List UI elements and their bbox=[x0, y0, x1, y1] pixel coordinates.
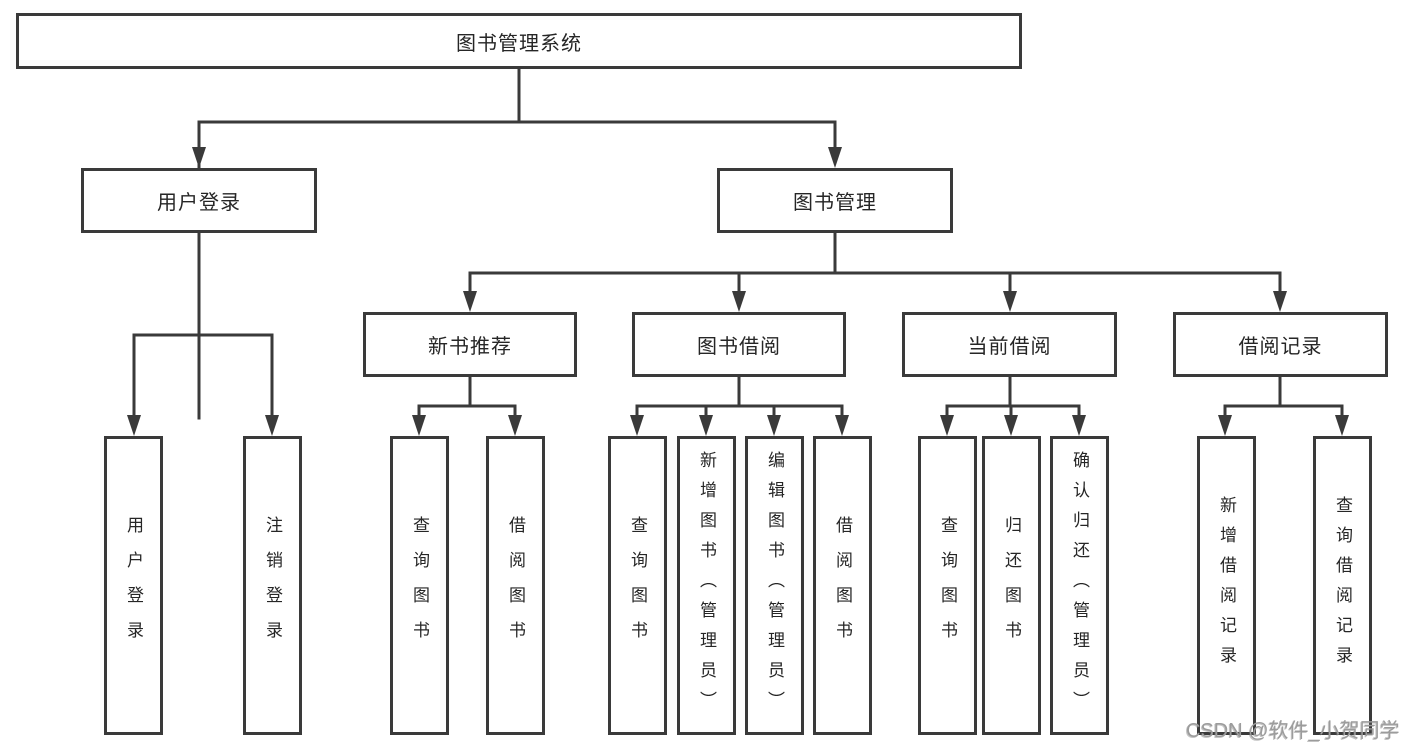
node-label: 新书推荐 bbox=[428, 336, 512, 358]
node-label: 借阅记录 bbox=[1238, 336, 1323, 358]
leaf-label: 查询图书 bbox=[938, 515, 957, 656]
node-label: 图书借阅 bbox=[697, 336, 781, 358]
node-library-system: 图书管理系统 bbox=[16, 13, 1022, 69]
node-label: 图书管理系统 bbox=[456, 32, 582, 55]
leaf-label: 注销登录 bbox=[263, 515, 282, 656]
node-label: 当前借阅 bbox=[967, 336, 1052, 358]
leaf-return-book: 归还图书 bbox=[982, 436, 1041, 735]
leaf-logout: 注销登录 bbox=[243, 436, 302, 735]
leaf-label: 查询图书 bbox=[628, 515, 647, 656]
arrowhead-icons bbox=[127, 147, 1349, 436]
leaf-user-login: 用户登录 bbox=[104, 436, 163, 735]
leaf-borrow-book: 借阅图书 bbox=[813, 436, 872, 735]
leaf-edit-book-admin: 编辑图书（管理员） bbox=[745, 436, 804, 735]
leaf-label: 确认归还（管理员） bbox=[1070, 450, 1089, 721]
node-new-book-recommend: 新书推荐 bbox=[363, 312, 577, 377]
leaf-add-book-admin: 新增图书（管理员） bbox=[677, 436, 736, 735]
node-label: 用户登录 bbox=[157, 192, 241, 214]
watermark: CSDN @软件_小贺同学 bbox=[1186, 720, 1400, 742]
leaf-confirm-return-admin: 确认归还（管理员） bbox=[1050, 436, 1109, 735]
node-label: 图书管理 bbox=[793, 192, 877, 214]
leaf-label: 新增图书（管理员） bbox=[697, 450, 716, 721]
node-current-borrowing: 当前借阅 bbox=[902, 312, 1117, 377]
node-book-management: 图书管理 bbox=[717, 168, 953, 233]
leaf-label: 归还图书 bbox=[1002, 515, 1021, 656]
leaf-query-borrow-record: 查询借阅记录 bbox=[1313, 436, 1372, 735]
leaf-label: 编辑图书（管理员） bbox=[765, 450, 784, 721]
leaf-label: 借阅图书 bbox=[506, 515, 525, 656]
leaf-label: 用户登录 bbox=[124, 515, 143, 656]
node-user-login: 用户登录 bbox=[81, 168, 317, 233]
leaf-query-book: 查询图书 bbox=[918, 436, 977, 735]
leaf-add-borrow-record: 新增借阅记录 bbox=[1197, 436, 1256, 735]
node-book-borrowing: 图书借阅 bbox=[632, 312, 846, 377]
leaf-label: 查询借阅记录 bbox=[1333, 495, 1352, 676]
leaf-label: 借阅图书 bbox=[833, 515, 852, 656]
leaf-query-book: 查询图书 bbox=[390, 436, 449, 735]
leaf-query-book: 查询图书 bbox=[608, 436, 667, 735]
leaf-label: 查询图书 bbox=[410, 515, 429, 656]
node-borrowing-records: 借阅记录 bbox=[1173, 312, 1388, 377]
leaf-borrow-book: 借阅图书 bbox=[486, 436, 545, 735]
leaf-label: 新增借阅记录 bbox=[1217, 495, 1236, 676]
